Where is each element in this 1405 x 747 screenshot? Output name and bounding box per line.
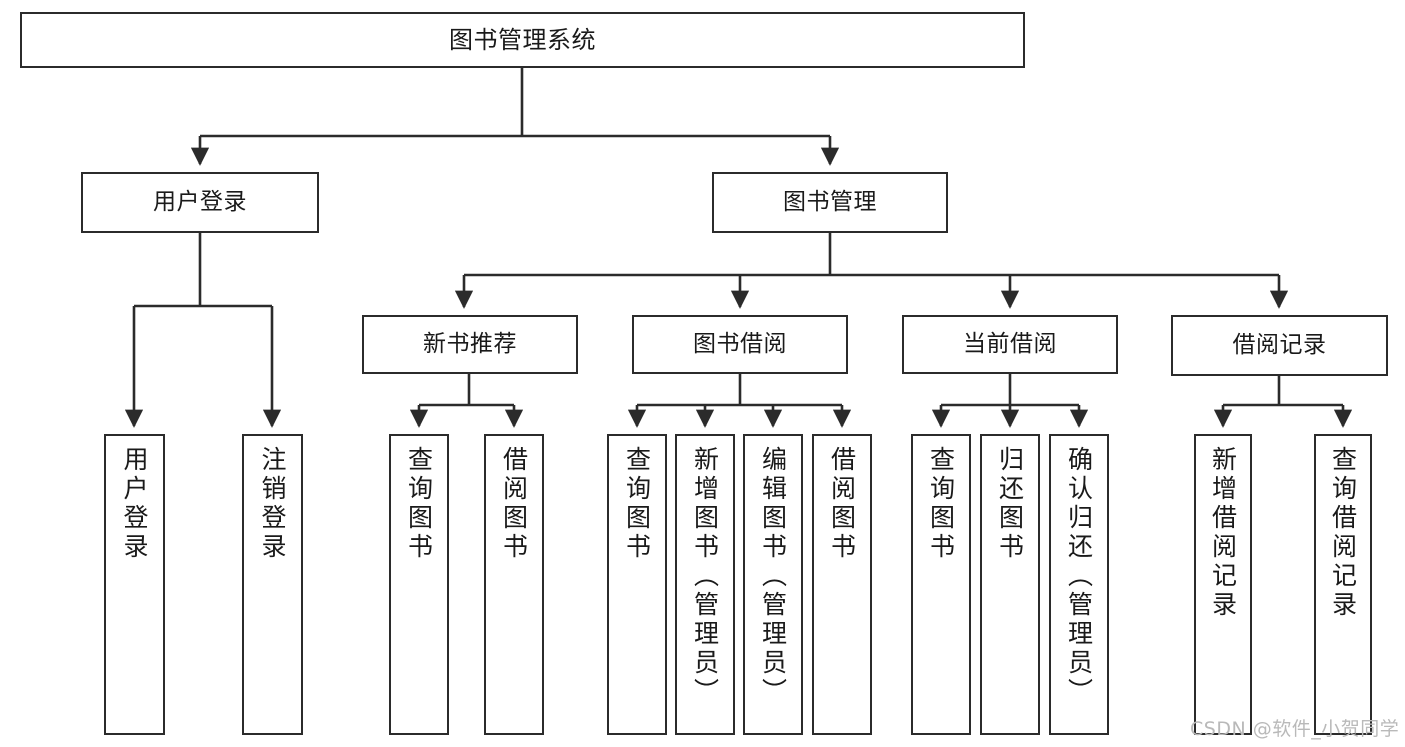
- node-label: 确认归还（管理员）: [1064, 446, 1094, 707]
- leaf-add-borrow-record[interactable]: 新增借阅记录: [1194, 434, 1252, 735]
- node-label: 用户登录: [120, 446, 149, 562]
- node-label: 借阅图书: [827, 446, 857, 562]
- node-label: 查询图书: [926, 446, 956, 562]
- node-label: 图书管理系统: [449, 25, 596, 54]
- node-label: 借阅图书: [499, 446, 529, 562]
- leaf-logout[interactable]: 注销登录: [242, 434, 303, 735]
- node-label: 查询借阅记录: [1328, 446, 1358, 620]
- node-new-book-recommend[interactable]: 新书推荐: [362, 315, 578, 374]
- node-label: 查询图书: [622, 446, 652, 562]
- node-label: 新增图书（管理员）: [690, 446, 720, 707]
- node-label: 当前借阅: [963, 330, 1057, 357]
- watermark-text: CSDN @软件_小贺同学: [1190, 718, 1400, 740]
- leaf-user-login[interactable]: 用户登录: [104, 434, 165, 735]
- node-book-borrow[interactable]: 图书借阅: [632, 315, 848, 374]
- leaf-confirm-return-admin[interactable]: 确认归还（管理员）: [1049, 434, 1109, 735]
- leaf-query-book-borrow[interactable]: 查询图书: [607, 434, 667, 735]
- node-label: 注销登录: [258, 446, 287, 562]
- node-label: 图书管理: [783, 188, 877, 215]
- node-root-system[interactable]: 图书管理系统: [20, 12, 1025, 68]
- leaf-borrow-book[interactable]: 借阅图书: [812, 434, 872, 735]
- node-label: 图书借阅: [693, 330, 787, 357]
- leaf-query-book-current[interactable]: 查询图书: [911, 434, 971, 735]
- node-user-login[interactable]: 用户登录: [81, 172, 319, 233]
- leaf-borrow-book-recommend[interactable]: 借阅图书: [484, 434, 544, 735]
- node-current-borrow[interactable]: 当前借阅: [902, 315, 1118, 374]
- leaf-query-borrow-record[interactable]: 查询借阅记录: [1314, 434, 1372, 735]
- node-label: 借阅记录: [1232, 331, 1327, 358]
- node-borrow-record[interactable]: 借阅记录: [1171, 315, 1388, 376]
- node-label: 新书推荐: [423, 330, 517, 357]
- leaf-query-book-recommend[interactable]: 查询图书: [389, 434, 449, 735]
- node-label: 查询图书: [404, 446, 434, 562]
- node-label: 新增借阅记录: [1208, 446, 1238, 620]
- node-label: 编辑图书（管理员）: [758, 446, 788, 707]
- leaf-return-book[interactable]: 归还图书: [980, 434, 1040, 735]
- node-label: 归还图书: [995, 446, 1025, 562]
- leaf-add-book-admin[interactable]: 新增图书（管理员）: [675, 434, 735, 735]
- node-book-management[interactable]: 图书管理: [712, 172, 948, 233]
- node-label: 用户登录: [153, 188, 247, 215]
- leaf-edit-book-admin[interactable]: 编辑图书（管理员）: [743, 434, 803, 735]
